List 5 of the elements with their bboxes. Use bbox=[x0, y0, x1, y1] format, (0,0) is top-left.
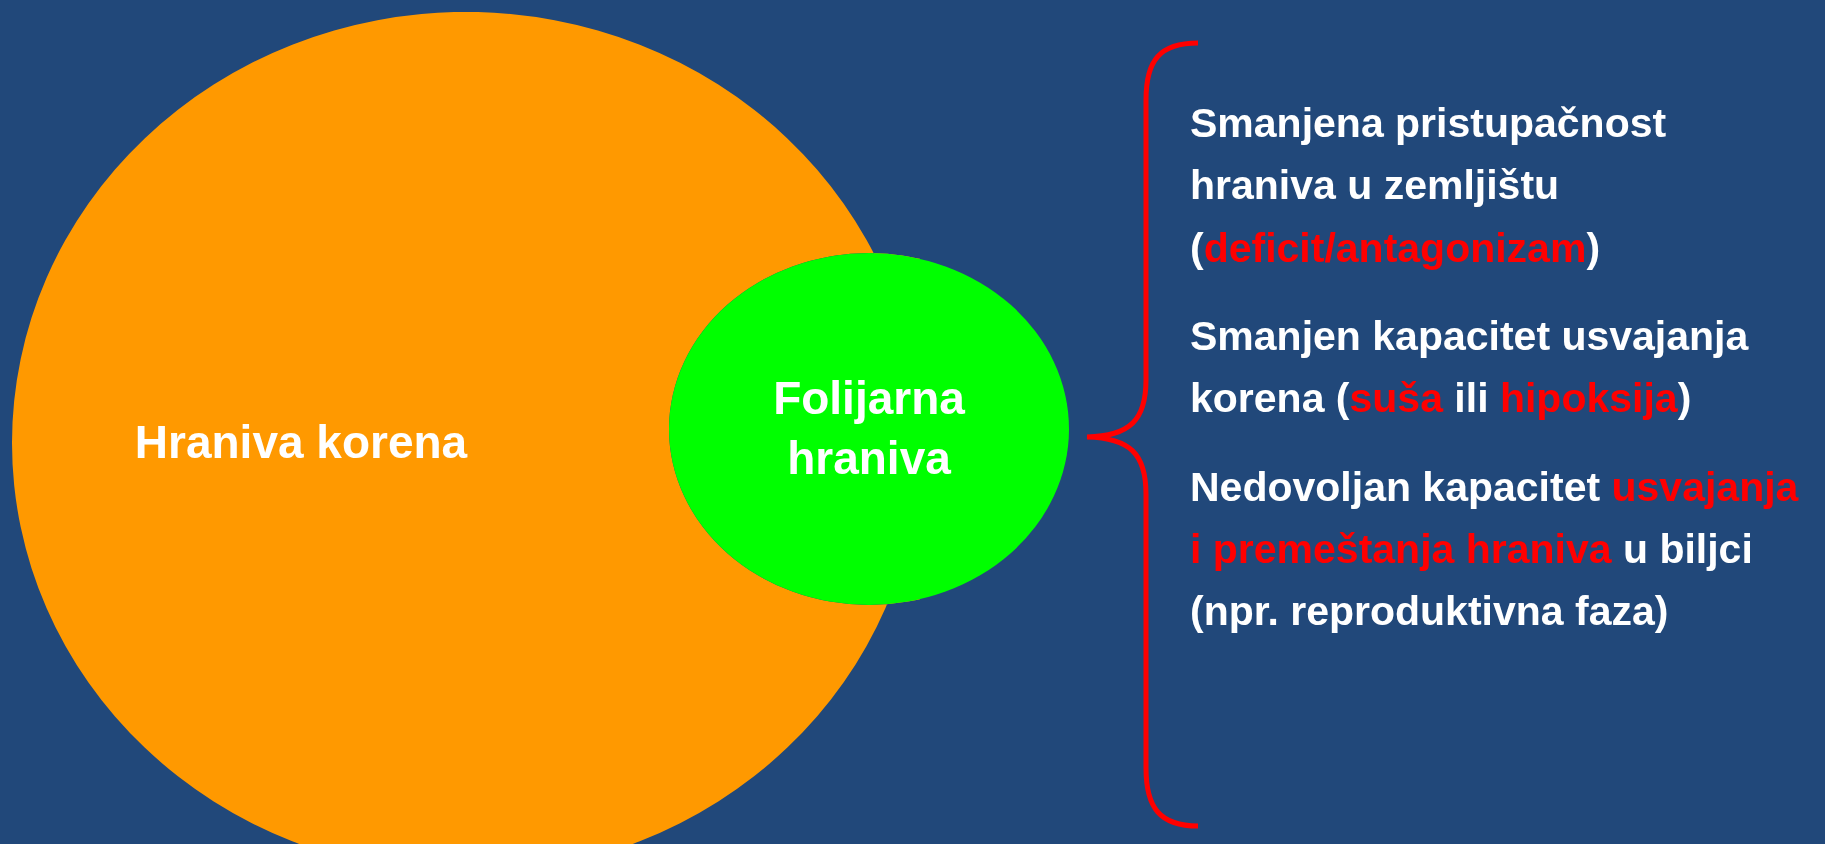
ellipse-label: Folijarna hraniva bbox=[772, 371, 966, 486]
note-text: Nedovoljan kapacitet usvajanja i premeštanja hraniva u biljci (npr. reproduktivna faza) bbox=[1190, 462, 1800, 637]
note-text: Smanjena pristupačnost hraniva u zemljištu (deficit/antagonizam) bbox=[1190, 99, 1668, 273]
ellipse-label: Hraniva korena bbox=[134, 415, 468, 471]
note-text: Smanjen kapacitet usvajanja korena (suša ili hipoksija) bbox=[1190, 311, 1750, 424]
